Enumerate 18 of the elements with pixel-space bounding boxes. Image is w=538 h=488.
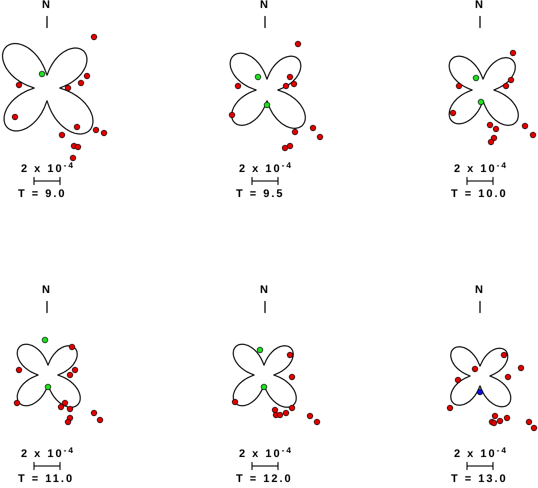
period-label: T = 13.0 (451, 474, 508, 485)
north-label: N (42, 285, 50, 296)
period-label: T = 9.5 (236, 189, 285, 200)
north-label: N (475, 285, 483, 296)
period-label: T = 12.0 (236, 474, 293, 485)
north-label: N (260, 285, 268, 296)
north-label: N (475, 0, 483, 11)
period-label: T = 11.0 (18, 474, 74, 485)
scale-label: 2 x 10$^{-4}$ (454, 164, 508, 175)
scale-label: 2 x 10$^{-4}$ (239, 164, 293, 175)
period-label: T = 9.0 (18, 189, 67, 200)
scale-label: 2 x 10$^{-4}$ (21, 164, 75, 175)
north-label: N (42, 0, 50, 11)
scale-label: 2 x 10$^{-4}$ (21, 449, 75, 460)
scale-label: 2 x 10$^{-4}$ (239, 449, 293, 460)
scale-label: 2 x 10$^{-4}$ (454, 449, 508, 460)
period-label: T = 10.0 (451, 189, 508, 200)
north-label: N (260, 0, 268, 11)
